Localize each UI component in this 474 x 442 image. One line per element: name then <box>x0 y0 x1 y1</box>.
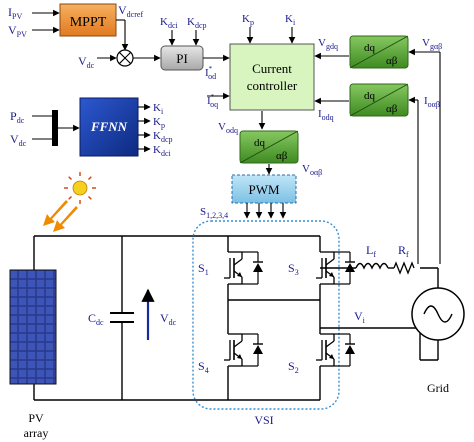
pwm-output-s1234: S1,2,3,4 <box>200 206 228 220</box>
vsi-boundary <box>192 220 340 410</box>
inductor-label-lf: Lf <box>366 243 376 259</box>
transform-mid-dq-label: dq <box>364 90 376 102</box>
pi-block: PI <box>160 45 204 71</box>
switch-label-s1: S1 <box>198 261 209 277</box>
controller-input-vgdq: Vgdq <box>318 37 338 51</box>
transform-top-dq-label: dq <box>364 42 376 54</box>
capacitor-label-cdc: Cdc <box>88 311 104 327</box>
igbt-switch-s4: S4 <box>198 333 263 375</box>
ffnn-mux-bar <box>52 110 58 146</box>
grid-caption: Grid <box>427 381 449 395</box>
sunlight-arrows <box>43 200 78 232</box>
ffnn-input-pdc: Pdc <box>10 109 25 125</box>
pi-gain-kdcp: Kdcp <box>187 16 207 30</box>
transform-center-ab-label: αβ <box>276 150 288 162</box>
ffnn-block: FFNN <box>79 97 139 157</box>
transform-mid-ab-label: αβ <box>386 103 398 115</box>
sun-icon <box>64 172 96 204</box>
controller-title-line1: Current <box>252 61 292 76</box>
controller-input-ioq-ref: I*oq <box>207 93 218 109</box>
controller-output-vodq: Vodq <box>218 121 238 135</box>
dc-link-capacitor <box>110 312 134 323</box>
vsi-caption: VSI <box>254 413 273 427</box>
ffnn-output-kdcp: Kdcp <box>153 130 173 144</box>
pv-caption-line1: PV <box>28 411 44 425</box>
ffnn-output-ki: Ki <box>153 102 164 116</box>
ffnn-output-kp: Kp <box>153 116 165 130</box>
switch-label-s2: S2 <box>288 359 299 375</box>
feedback-lines <box>417 52 441 264</box>
pwm-gate-arrows <box>243 203 287 219</box>
transform-top-ab-label: αβ <box>386 55 398 67</box>
controller-input-iodq: Iodq <box>318 108 334 122</box>
controller-title-line2: controller <box>247 78 298 93</box>
switch-label-s3: S3 <box>288 261 299 277</box>
pv-array-panel <box>9 269 57 385</box>
current-controller-block: Current controller <box>229 43 315 111</box>
mppt-input-ipv: IPV <box>8 5 22 21</box>
controller-gain-ki: Ki <box>285 13 296 27</box>
ac-output-wiring <box>228 267 439 361</box>
pwm-block: PWM <box>231 174 297 204</box>
grid-ac-source-icon <box>411 287 465 341</box>
controller-gain-kp: Kp <box>242 13 254 27</box>
filter-resistor <box>393 261 415 275</box>
dc-voltage-label-vdc: Vdc <box>160 311 177 327</box>
switch-label-s4: S4 <box>198 359 209 375</box>
transform-mid-input-ioab: Ioαβ <box>424 95 440 109</box>
mppt-block: MPPT <box>59 3 117 37</box>
mppt-output-vdcref: Vdcref <box>118 3 143 19</box>
summing-input-vdc: Vdc <box>78 54 95 70</box>
dq-ab-transform-mid: dq αβ <box>349 83 409 117</box>
transform-top-input-vgab: Vgαβ <box>422 37 442 51</box>
resistor-label-rf: Rf <box>398 243 409 259</box>
ffnn-output-kdci: Kdci <box>153 144 172 158</box>
igbt-switch-s1: S1 <box>198 251 263 285</box>
summing-junction <box>116 49 134 67</box>
ffnn-input-vdc: Vdc <box>10 132 27 148</box>
inverter-voltage-label-vi: Vi <box>354 309 366 325</box>
pwm-title: PWM <box>248 182 280 197</box>
ffnn-title: FFNN <box>90 119 128 134</box>
dq-ab-transform-center: dq αβ <box>239 130 299 164</box>
dc-bus-wiring <box>33 235 321 401</box>
transform-center-dq-label: dq <box>254 137 266 149</box>
controller-input-iod-ref: I*od <box>205 65 216 81</box>
transform-center-output-voab: Voαβ <box>302 163 322 177</box>
mppt-input-vpv: VPV <box>8 23 27 39</box>
pi-gain-kdci: Kdci <box>160 16 179 30</box>
pi-title: PI <box>176 51 188 66</box>
mppt-title: MPPT <box>70 15 107 30</box>
pv-caption-line2: array <box>24 426 49 440</box>
filter-inductor <box>355 262 389 270</box>
igbt-switch-s2: S2 <box>288 333 355 375</box>
dq-ab-transform-top: dq αβ <box>349 35 409 69</box>
